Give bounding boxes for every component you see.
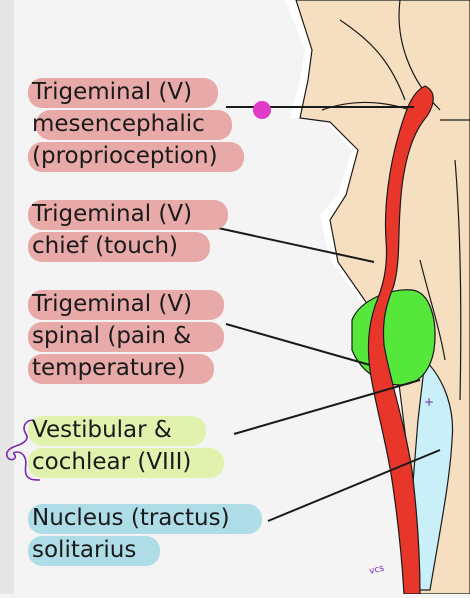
label-spinal: Trigeminal (V) spinal (pain & temperatur… bbox=[32, 288, 192, 384]
initials-annotation: vcs bbox=[368, 564, 385, 577]
label-line: Trigeminal (V) bbox=[32, 291, 193, 317]
label-line: Trigeminal (V) bbox=[32, 79, 193, 105]
label-line: mesencephalic bbox=[32, 111, 205, 137]
page-edge-shadow bbox=[0, 0, 14, 594]
label-solitarius: Nucleus (tractus) solitarius bbox=[32, 502, 230, 566]
label-line: (proprioception) bbox=[32, 143, 218, 169]
label-line: Nucleus (tractus) bbox=[32, 505, 230, 531]
label-line: spinal (pain & bbox=[32, 323, 192, 349]
label-mesencephalic: Trigeminal (V) mesencephalic (propriocep… bbox=[32, 76, 218, 172]
label-line: temperature) bbox=[32, 355, 186, 381]
solitarius-pointer bbox=[267, 449, 441, 522]
contour-line bbox=[419, 259, 446, 361]
plus-annotation: + bbox=[424, 395, 434, 409]
label-line: cochlear (VIII) bbox=[32, 449, 192, 475]
spinal-pointer bbox=[225, 323, 371, 366]
label-vestibular: Vestibular & cochlear (VIII) bbox=[32, 414, 191, 478]
vestibular-pointer bbox=[233, 379, 421, 435]
label-highlights bbox=[28, 78, 262, 566]
label-line: Vestibular & bbox=[32, 417, 172, 443]
vestibular-nucleus bbox=[407, 358, 454, 591]
label-line: chief (touch) bbox=[32, 233, 179, 259]
squiggle-annotation bbox=[5, 419, 41, 481]
contour-line bbox=[339, 19, 406, 101]
label-chief: Trigeminal (V) chief (touch) bbox=[32, 198, 192, 262]
label-line: solitarius bbox=[32, 537, 137, 563]
annotation-dot bbox=[253, 101, 271, 119]
label-line: Trigeminal (V) bbox=[32, 201, 193, 227]
chief-pointer bbox=[217, 227, 375, 263]
contour-line bbox=[454, 159, 462, 401]
